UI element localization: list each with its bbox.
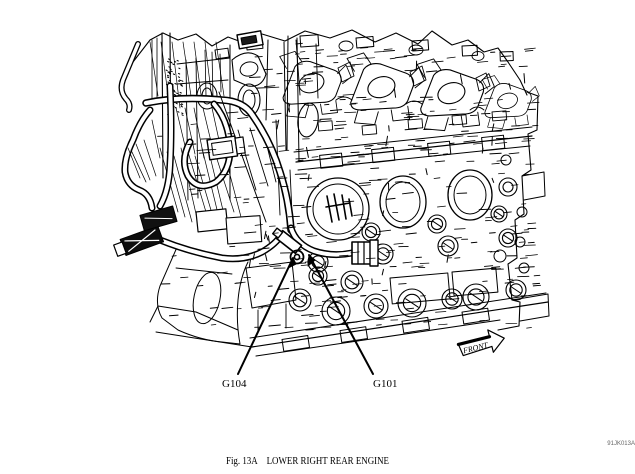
svg-text:91JK013A: 91JK013A (607, 441, 635, 447)
svg-text:Fig. 13A LOWER RIGHT REAR E: Fig. 13A LOWER RIGHT REAR ENGINE (226, 455, 389, 467)
svg-text:G101: G101 (373, 378, 397, 390)
svg-text:G104: G104 (222, 378, 247, 390)
